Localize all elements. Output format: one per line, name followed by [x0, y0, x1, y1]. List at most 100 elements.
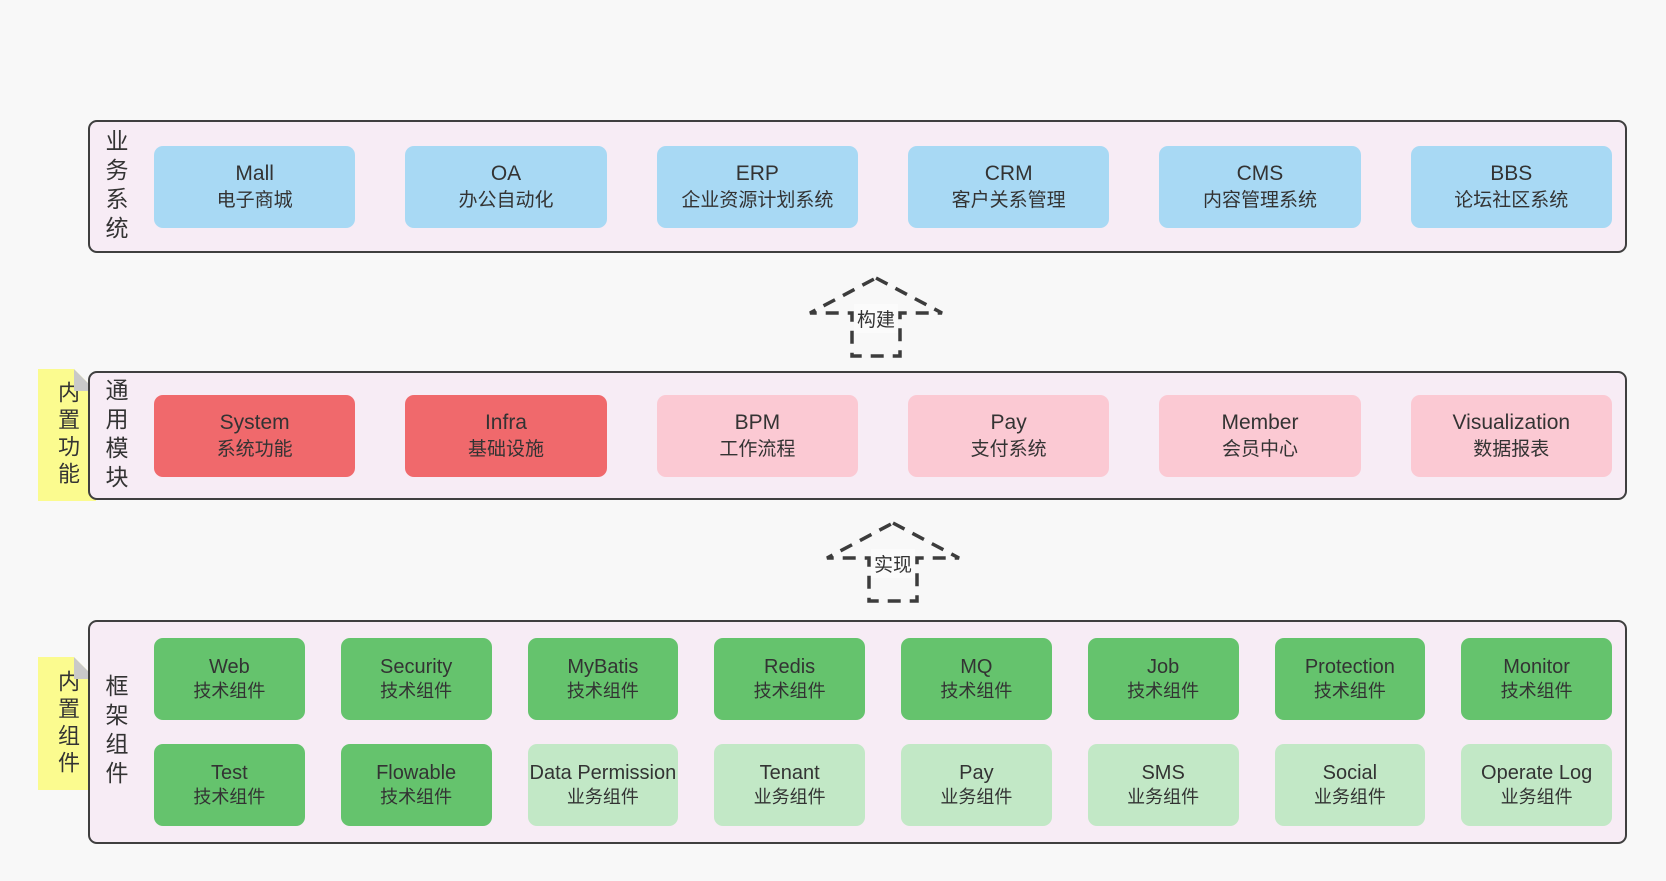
box-subtitle: 业务组件: [940, 787, 1013, 808]
box-title: Test: [211, 761, 248, 784]
sticky-note-built-in-features: 内置功能: [38, 369, 96, 501]
business-systems-band: 业务系统 Mall 电子商城 OA 办公自动化 ERP 企业资源计划系统 CRM…: [88, 120, 1627, 253]
sticky-label: 内置功能: [55, 381, 80, 489]
box-subtitle: 数据报表: [1473, 438, 1550, 460]
box-subtitle: 办公自动化: [458, 189, 554, 211]
box-title: System: [219, 410, 290, 434]
box-erp: ERP 企业资源计划系统: [656, 145, 858, 228]
box-subtitle: 支付系统: [970, 438, 1047, 460]
box-subtitle: 业务组件: [566, 787, 639, 808]
box-bbs: BBS 论坛社区系统: [1410, 145, 1612, 228]
dashed-up-arrow-icon: [826, 521, 960, 603]
implement-arrow: 实现: [823, 520, 963, 604]
framework-components-label: 框架组件: [102, 674, 128, 790]
box-operate-log: Operate Log 业务组件: [1461, 744, 1612, 826]
box-system: System 系统功能: [154, 394, 356, 477]
box-security: Security 技术组件: [340, 638, 492, 720]
box-subtitle: 业务组件: [1313, 787, 1386, 808]
business-systems-boxes: Mall 电子商城 OA 办公自动化 ERP 企业资源计划系统 CRM 客户关系…: [140, 122, 1625, 251]
box-title: BBS: [1490, 161, 1533, 185]
box-title: MyBatis: [567, 655, 639, 678]
box-title: BPM: [734, 410, 781, 434]
box-subtitle: 业务组件: [1500, 787, 1573, 808]
box-visualization: Visualization 数据报表: [1410, 394, 1612, 477]
box-subtitle: 论坛社区系统: [1454, 189, 1569, 211]
box-tenant: Tenant 业务组件: [714, 744, 865, 826]
box-title: Member: [1221, 410, 1299, 434]
box-mq: MQ 技术组件: [901, 638, 1052, 720]
box-subtitle: 业务组件: [753, 787, 826, 808]
box-mybatis: MyBatis 技术组件: [527, 638, 679, 720]
build-arrow: 构建: [806, 275, 946, 359]
box-subtitle: 技术组件: [566, 681, 639, 702]
box-title: Security: [380, 655, 453, 678]
box-subtitle: 业务组件: [1127, 787, 1200, 808]
box-title: Social: [1322, 761, 1378, 784]
box-bpm: BPM 工作流程: [656, 394, 858, 477]
box-title: CMS: [1236, 161, 1284, 185]
box-title: Operate Log: [1481, 761, 1593, 784]
box-protection: Protection 技术组件: [1274, 638, 1426, 720]
box-subtitle: 技术组件: [940, 681, 1013, 702]
box-title: SMS: [1141, 761, 1185, 784]
box-subtitle: 基础设施: [467, 438, 544, 460]
box-social: Social 业务组件: [1274, 744, 1426, 826]
build-arrow-label: 构建: [853, 304, 899, 333]
common-modules-label: 通用模块: [102, 377, 128, 494]
box-monitor: Monitor 技术组件: [1461, 638, 1612, 720]
box-subtitle: 电子商城: [216, 189, 293, 211]
box-web: Web 技术组件: [154, 638, 305, 720]
box-subtitle: 技术组件: [753, 681, 826, 702]
box-subtitle: 会员中心: [1221, 438, 1298, 460]
box-subtitle: 工作流程: [719, 438, 796, 460]
common-modules-boxes: System 系统功能 Infra 基础设施 BPM 工作流程 Pay 支付系统…: [140, 373, 1625, 498]
box-redis: Redis 技术组件: [714, 638, 865, 720]
box-subtitle: 技术组件: [380, 681, 453, 702]
box-title: Pay: [959, 761, 994, 784]
box-title: Web: [208, 655, 250, 678]
box-title: CRM: [984, 161, 1033, 185]
box-flowable: Flowable 技术组件: [340, 744, 492, 826]
box-subtitle: 企业资源计划系统: [681, 189, 834, 211]
framework-components-boxes: Web 技术组件 Security 技术组件 MyBatis 技术组件 Redi…: [140, 622, 1625, 842]
box-title: ERP: [735, 161, 779, 185]
box-test: Test 技术组件: [154, 744, 305, 826]
box-title: Visualization: [1452, 410, 1571, 434]
box-cms: CMS 内容管理系统: [1159, 145, 1361, 228]
common-modules-band: 通用模块 System 系统功能 Infra 基础设施 BPM 工作流程 Pay…: [88, 371, 1627, 500]
box-title: Infra: [484, 410, 527, 434]
box-title: Redis: [764, 655, 816, 678]
box-title: Monitor: [1503, 655, 1570, 678]
business-systems-label: 业务系统: [102, 128, 128, 245]
sticky-label: 内置组件: [55, 669, 80, 778]
box-title: Protection: [1304, 655, 1395, 678]
box-subtitle: 技术组件: [193, 787, 266, 808]
box-title: MQ: [960, 655, 993, 678]
box-subtitle: 技术组件: [193, 681, 266, 702]
box-subtitle: 技术组件: [1313, 681, 1386, 702]
box-subtitle: 客户关系管理: [951, 189, 1066, 211]
box-title: Flowable: [376, 761, 457, 784]
box-subtitle: 技术组件: [1127, 681, 1200, 702]
box-sms: SMS 业务组件: [1087, 744, 1239, 826]
box-infra: Infra 基础设施: [405, 394, 607, 477]
box-pay: Pay 支付系统: [907, 394, 1110, 477]
box-subtitle: 技术组件: [1500, 681, 1573, 702]
sticky-note-built-in-components: 内置组件: [38, 657, 96, 790]
dashed-up-arrow-icon: [809, 276, 943, 358]
box-title: Mall: [235, 161, 274, 185]
box-subtitle: 技术组件: [380, 787, 453, 808]
box-job: Job 技术组件: [1087, 638, 1239, 720]
box-title: Data Permission: [529, 761, 677, 784]
box-oa: OA 办公自动化: [405, 145, 607, 228]
implement-arrow-label: 实现: [870, 549, 916, 578]
box-title: OA: [490, 161, 522, 185]
box-title: Tenant: [759, 761, 820, 784]
box-member: Member 会员中心: [1159, 394, 1361, 477]
box-crm: CRM 客户关系管理: [907, 145, 1110, 228]
box-subtitle: 内容管理系统: [1202, 189, 1317, 211]
box-subtitle: 系统功能: [216, 438, 293, 460]
box-title: Job: [1147, 655, 1180, 678]
box-title: Pay: [990, 410, 1027, 434]
box-data-permission: Data Permission 业务组件: [527, 744, 679, 826]
